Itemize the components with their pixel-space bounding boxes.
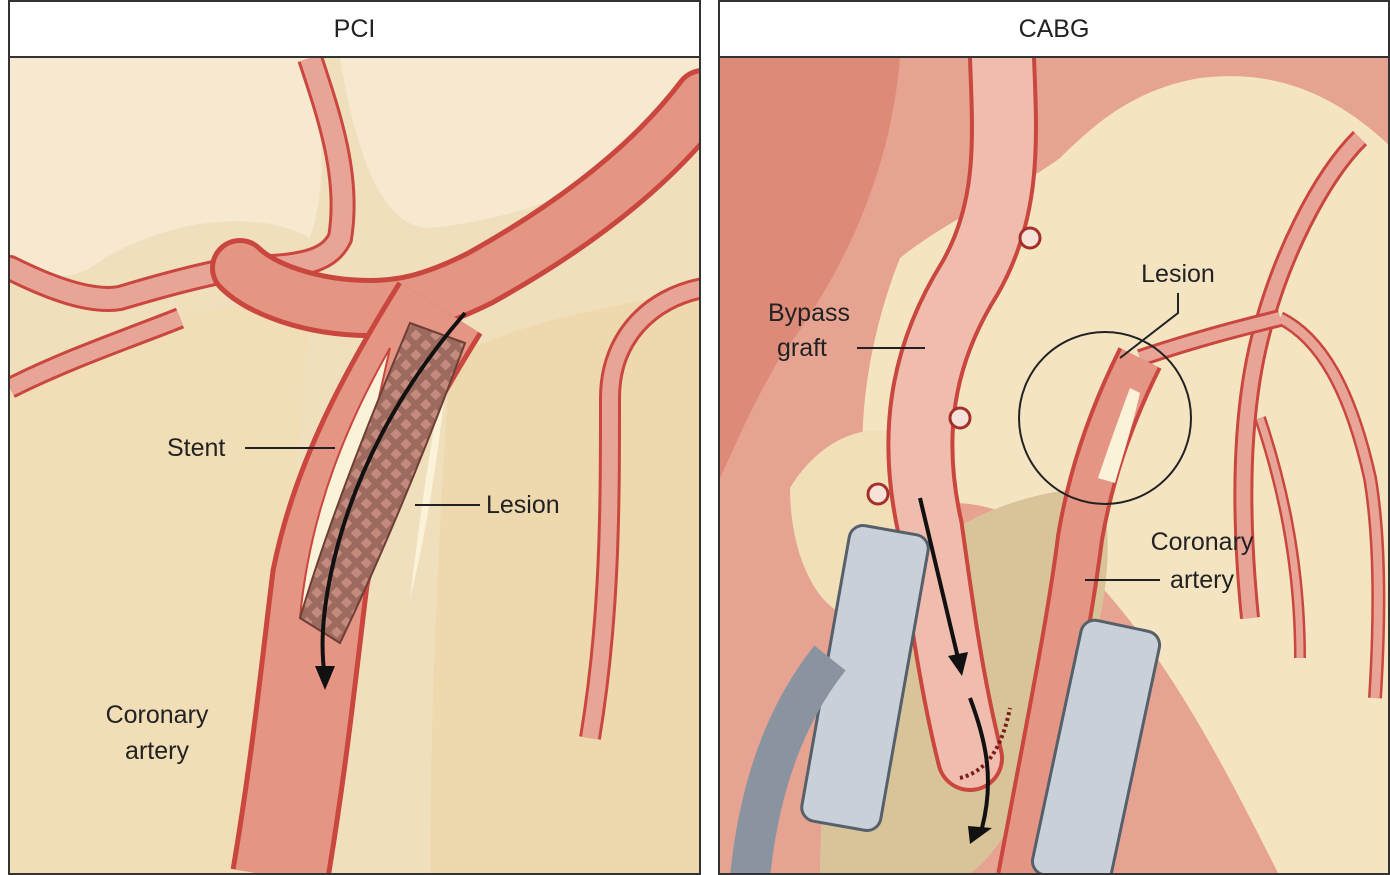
pci-tissue-lobe [430, 288, 701, 875]
cabg-coronary-artery-label-line2: artery [1170, 566, 1234, 594]
stent-label: Stent [167, 434, 225, 462]
pci-illustration: Stent Lesion Coronary artery [10, 58, 701, 875]
coronary-artery-label-line2: artery [125, 737, 189, 765]
cabg-panel: CABG [718, 0, 1390, 875]
cabg-illustration: Bypass graft Lesion Coronary artery [720, 58, 1390, 875]
bypass-graft-label-line2: graft [777, 334, 827, 362]
lesion-label: Lesion [486, 491, 560, 519]
cabg-panel-title: CABG [720, 2, 1388, 58]
cabg-coronary-artery-label-line1: Coronary [1151, 528, 1254, 556]
suture-icon [1020, 228, 1040, 248]
suture-icon [868, 484, 888, 504]
suture-icon [950, 408, 970, 428]
cabg-lesion-label: Lesion [1141, 260, 1215, 288]
pci-panel-title: PCI [10, 2, 699, 58]
pci-panel: PCI [8, 0, 701, 875]
coronary-artery-label-line1: Coronary [106, 701, 209, 729]
bypass-graft-label-line1: Bypass [768, 299, 850, 327]
